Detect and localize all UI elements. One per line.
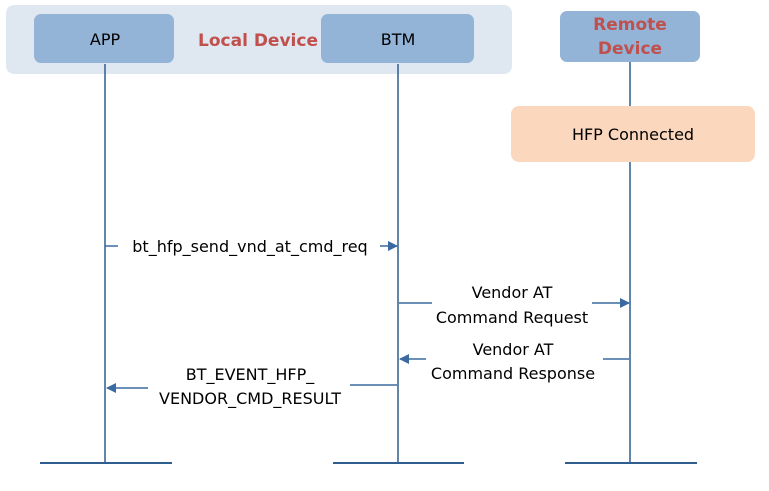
msg-send-vnd-label: bt_hfp_send_vnd_at_cmd_req: [132, 237, 367, 257]
app-participant-box: [34, 14, 174, 63]
hfp-connected-label: HFP Connected: [572, 125, 694, 144]
remote-device-label-line1: Remote: [593, 15, 667, 35]
msg-cmd-response-label-line1: Vendor AT: [473, 340, 554, 359]
msg-cmd-request-label-line2: Command Request: [436, 308, 588, 327]
msg-cmd-request-label-line1: Vendor AT: [472, 283, 553, 302]
msg-vendor-result-label-line1: BT_EVENT_HFP_: [186, 365, 316, 385]
btm-participant-label: BTM: [381, 30, 416, 49]
remote-device-label-line2: Device: [598, 39, 662, 59]
local-device-label: Local Device: [198, 31, 318, 51]
remote-device-box: [560, 11, 700, 62]
hfp-connected-box: [511, 106, 755, 162]
msg-vendor-result-label-line2: VENDOR_CMD_RESULT: [159, 389, 341, 409]
app-participant-label: APP: [90, 30, 121, 49]
btm-participant-box: [321, 14, 474, 63]
msg-cmd-response-label-line2: Command Response: [431, 364, 595, 383]
